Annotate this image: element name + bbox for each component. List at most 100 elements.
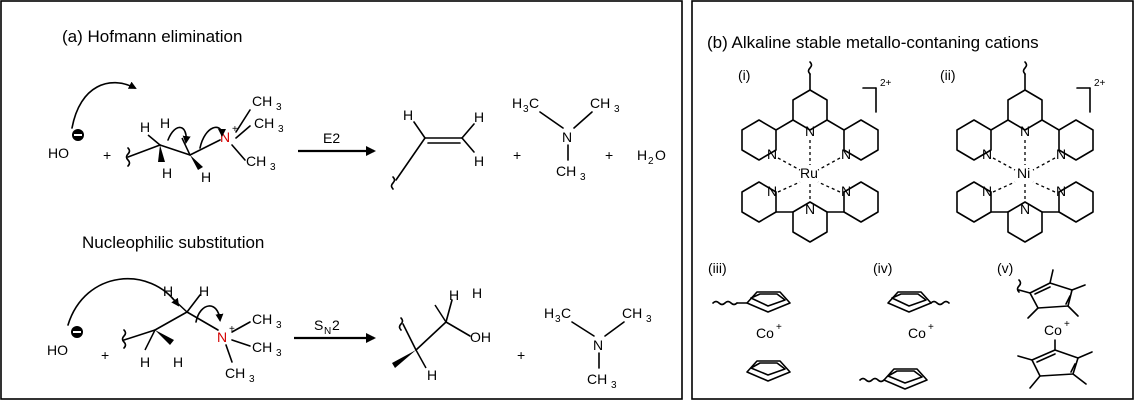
panel-a-frame [0, 0, 683, 400]
plus-sn2-2: + [517, 347, 525, 363]
cobaltocenium-iv: Co + [859, 291, 950, 390]
label-ii: (ii) [940, 67, 956, 83]
svg-text:H: H [544, 305, 554, 321]
bracket-ii: 2+ [1076, 78, 1106, 113]
svg-text:H: H [403, 107, 413, 123]
svg-text:CH: CH [556, 163, 576, 179]
svg-text:2: 2 [332, 317, 340, 333]
svg-text:H: H [162, 165, 172, 181]
svg-text:CH: CH [590, 95, 610, 111]
svg-text:N: N [324, 326, 331, 337]
svg-text:+: + [232, 124, 238, 135]
svg-text:CH: CH [622, 305, 642, 321]
svg-text:H: H [173, 354, 183, 370]
svg-text:3: 3 [276, 348, 282, 359]
svg-text:N: N [841, 146, 851, 162]
alkene-product: H H H [390, 107, 484, 190]
svg-text:3: 3 [555, 314, 561, 325]
cobaltocenium-v: Co + [1016, 269, 1093, 389]
svg-text:3: 3 [276, 320, 282, 331]
svg-text:CH: CH [252, 311, 272, 327]
svg-text:N: N [220, 129, 230, 145]
svg-text:N: N [1020, 201, 1030, 217]
svg-text:H: H [160, 115, 170, 131]
svg-text:Co: Co [908, 325, 926, 341]
svg-text:N: N [562, 129, 572, 145]
curved-arrow-e2-bond [167, 126, 191, 144]
svg-text:+: + [928, 322, 934, 333]
svg-text:H: H [427, 367, 437, 383]
svg-text:CH: CH [252, 339, 272, 355]
svg-text:N: N [841, 183, 851, 199]
panel-a-subtitle: Nucleophilic substitution [82, 233, 264, 252]
svg-text:3: 3 [249, 374, 255, 385]
label-iv: (iv) [873, 260, 892, 276]
svg-text:H: H [449, 287, 459, 303]
svg-text:3: 3 [523, 104, 529, 115]
label-i: (i) [738, 67, 750, 83]
svg-text:N: N [805, 123, 815, 139]
svg-text:H: H [474, 109, 484, 125]
svg-text:N: N [805, 201, 815, 217]
plus-e2-1: + [103, 147, 111, 163]
svg-text:H: H [472, 285, 482, 301]
curved-arrow-e2-oh [71, 81, 137, 129]
svg-text:C: C [561, 305, 571, 321]
svg-text:C: C [529, 95, 539, 111]
svg-text:CH: CH [254, 115, 274, 131]
svg-text:CH: CH [225, 365, 245, 381]
svg-text:CH: CH [252, 93, 272, 109]
svg-text:H: H [201, 169, 211, 185]
label-e2: E2 [323, 130, 340, 146]
bracket-i: 2+ [862, 78, 892, 113]
svg-text:3: 3 [646, 314, 652, 325]
panel-a-title: (a) Hofmann elimination [62, 27, 242, 46]
svg-text:+: + [229, 324, 235, 335]
svg-text:N: N [982, 146, 992, 162]
curved-arrow-sn2-n [195, 305, 224, 323]
svg-text:H: H [140, 354, 150, 370]
ru-terpyridine-complex: N N N Ru N N N [741, 61, 879, 243]
svg-text:2: 2 [648, 156, 654, 167]
svg-text:N: N [982, 183, 992, 199]
svg-text:CH: CH [246, 153, 266, 169]
svg-text:3: 3 [270, 162, 276, 173]
plus-e2-2: + [513, 147, 521, 163]
svg-text:+: + [1064, 319, 1070, 330]
trimethylamine-e2: H 3 C N CH 3 CH 3 [512, 95, 620, 183]
svg-text:Ru: Ru [800, 165, 818, 181]
svg-text:3: 3 [580, 172, 586, 183]
svg-text:3: 3 [278, 124, 284, 135]
svg-text:N: N [767, 146, 777, 162]
cobaltocenium-iii: Co + [712, 291, 791, 382]
panel-b-title: (b) Alkaline stable metallo-contaning ca… [707, 33, 1039, 52]
label-v: (v) [997, 260, 1013, 276]
svg-text:HO: HO [47, 342, 68, 358]
svg-text:N: N [1056, 146, 1066, 162]
hydroxide-sn2: HO [47, 326, 83, 358]
plus-e2-3: + [605, 147, 613, 163]
curved-arrow-sn2-oh [67, 277, 180, 326]
hydroxide-e2: HO [48, 129, 84, 161]
label-sn2: S N 2 [314, 317, 340, 337]
svg-text:N: N [767, 183, 777, 199]
svg-text:N: N [1056, 183, 1066, 199]
svg-text:3: 3 [611, 380, 617, 391]
svg-text:2+: 2+ [1094, 78, 1106, 89]
ammonium-substrate-sn2: H H H H N + CH 3 CH 3 CH 3 [121, 283, 282, 385]
svg-text:Co: Co [1044, 322, 1062, 338]
svg-text:2+: 2+ [880, 78, 892, 89]
water-product: H 2 O [637, 147, 666, 167]
svg-text:CH: CH [587, 371, 607, 387]
svg-text:3: 3 [276, 102, 282, 113]
svg-text:H: H [140, 119, 150, 135]
svg-text:+: + [776, 322, 782, 333]
svg-text:N: N [1020, 123, 1030, 139]
svg-text:HO: HO [48, 145, 69, 161]
label-iii: (iii) [708, 260, 727, 276]
svg-text:O: O [655, 147, 666, 163]
svg-text:Ni: Ni [1017, 165, 1030, 181]
ni-terpyridine-complex: N N N Ni N N N [956, 61, 1094, 243]
plus-sn2-1: + [101, 347, 109, 363]
svg-text:S: S [314, 317, 323, 333]
